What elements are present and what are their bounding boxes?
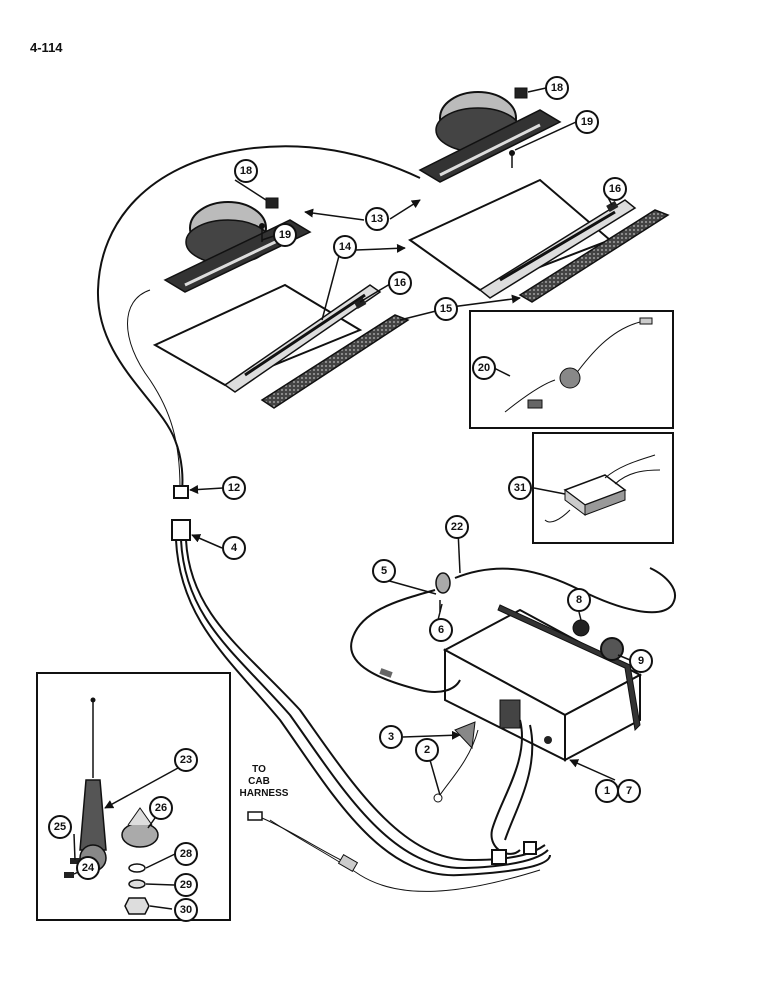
svg-text:23: 23 xyxy=(180,754,192,766)
svg-text:28: 28 xyxy=(180,848,192,860)
bracket-5 xyxy=(435,572,451,594)
callout-16-right: 16 xyxy=(603,177,627,201)
svg-text:9: 9 xyxy=(638,655,644,667)
callout-25: 25 xyxy=(48,815,72,839)
svg-text:4: 4 xyxy=(231,542,238,554)
speaker-left xyxy=(163,201,312,293)
callout-13: 13 xyxy=(365,207,389,231)
callout-12: 12 xyxy=(222,476,246,500)
svg-text:5: 5 xyxy=(381,565,387,577)
svg-text:13: 13 xyxy=(371,213,383,225)
svg-text:12: 12 xyxy=(228,482,240,494)
svg-text:25: 25 xyxy=(54,821,66,833)
speaker-cable-inner xyxy=(127,289,181,489)
svg-text:2: 2 xyxy=(424,744,430,756)
radio-unit xyxy=(442,604,643,762)
connector-12 xyxy=(173,485,189,499)
callout-18-right: 18 xyxy=(545,76,569,100)
page-number: 4-114 xyxy=(30,40,63,55)
fuse-holder-3 xyxy=(454,721,476,750)
callout-18-left: 18 xyxy=(234,159,258,183)
callout-28: 28 xyxy=(174,842,198,866)
svg-text:19: 19 xyxy=(581,116,593,128)
to-cab-harness-line2: CAB xyxy=(248,776,270,787)
svg-text:29: 29 xyxy=(180,879,192,891)
to-cab-harness-line3: HARNESS xyxy=(240,788,289,799)
plug-radio xyxy=(491,849,507,865)
svg-text:7: 7 xyxy=(626,785,632,797)
callout-24: 24 xyxy=(76,856,100,880)
knob-9 xyxy=(600,637,624,661)
callout-15: 15 xyxy=(434,297,458,321)
callout-16-left: 16 xyxy=(388,271,412,295)
svg-text:20: 20 xyxy=(478,362,490,374)
callout-26: 26 xyxy=(149,796,173,820)
speaker-right xyxy=(418,91,562,183)
svg-text:8: 8 xyxy=(576,594,582,606)
callout-4: 4 xyxy=(222,536,246,560)
mounting-plate-left xyxy=(152,283,382,393)
svg-text:31: 31 xyxy=(514,482,526,494)
cab-harness-wire xyxy=(261,817,346,863)
svg-text:19: 19 xyxy=(279,229,291,241)
connector-4 xyxy=(171,519,191,541)
inset-suppressor xyxy=(532,432,674,544)
callout-20: 20 xyxy=(472,356,496,380)
plug-harness xyxy=(523,841,537,855)
to-cab-harness-line1: TO xyxy=(252,764,266,775)
svg-text:18: 18 xyxy=(240,165,252,177)
callout-7: 7 xyxy=(617,779,641,803)
antenna-cable-to-radio xyxy=(350,589,461,693)
mounting-plate-right xyxy=(408,178,637,299)
antenna-lead xyxy=(454,567,676,614)
ground-wire-2 xyxy=(439,729,479,796)
speaker-cable xyxy=(96,145,421,491)
radio-harness-wire-2 xyxy=(504,724,534,841)
callout-2: 2 xyxy=(415,738,439,762)
nut-18-left xyxy=(265,197,279,209)
svg-text:16: 16 xyxy=(609,183,621,195)
inset-noise-filter xyxy=(469,310,674,429)
svg-text:30: 30 xyxy=(180,904,192,916)
grille-left xyxy=(260,314,410,409)
svg-text:22: 22 xyxy=(451,521,463,533)
callout-14: 14 xyxy=(333,235,357,259)
svg-text:6: 6 xyxy=(438,624,444,636)
callout-19-right: 19 xyxy=(575,110,599,134)
svg-text:15: 15 xyxy=(440,303,452,315)
callout-9: 9 xyxy=(629,649,653,673)
callout-22: 22 xyxy=(445,515,469,539)
callout-5: 5 xyxy=(372,559,396,583)
callout-6: 6 xyxy=(429,618,453,642)
callout-8: 8 xyxy=(567,588,591,612)
screw-16-right xyxy=(606,200,619,212)
callout-31: 31 xyxy=(508,476,532,500)
svg-text:1: 1 xyxy=(604,785,610,797)
screw-19-right xyxy=(509,150,515,168)
inset-antenna xyxy=(36,672,231,921)
cab-harness-connector xyxy=(247,811,263,821)
svg-text:24: 24 xyxy=(82,862,95,874)
grille-right xyxy=(518,209,670,303)
callout-30: 30 xyxy=(174,898,198,922)
svg-text:14: 14 xyxy=(339,241,352,253)
callout-29: 29 xyxy=(174,873,198,897)
svg-text:16: 16 xyxy=(394,277,406,289)
callout-3: 3 xyxy=(379,725,403,749)
svg-text:26: 26 xyxy=(155,802,167,814)
callout-19-left: 19 xyxy=(273,223,297,247)
svg-text:18: 18 xyxy=(551,82,563,94)
callout-23: 23 xyxy=(174,748,198,772)
nut-18-right xyxy=(514,87,528,99)
callout-1: 1 xyxy=(595,779,619,803)
svg-text:3: 3 xyxy=(388,731,394,743)
knob-8 xyxy=(572,619,590,637)
inline-fuse xyxy=(337,853,359,873)
